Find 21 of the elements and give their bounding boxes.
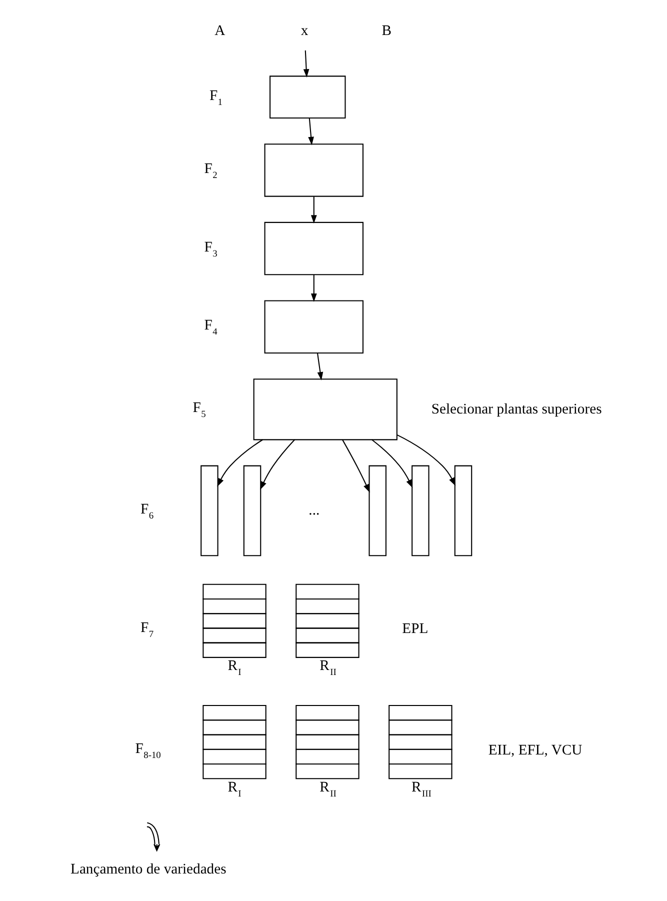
label: A <box>214 23 225 40</box>
label: F$_{7}$ <box>140 620 154 640</box>
label: EIL, EFL, VCU <box>488 742 582 758</box>
label: F$_{3}$ <box>204 239 217 260</box>
label: B <box>381 23 392 40</box>
node-label: R$_{I}$ <box>227 658 241 678</box>
label: F$_{4}$ <box>204 318 217 338</box>
label: ... <box>308 502 320 519</box>
label: F$_{6}$ <box>140 502 154 522</box>
node-text: Lançamento de variedades <box>70 862 226 878</box>
node-label: R$_{II}$ <box>319 658 336 678</box>
node-label: R$_{III}$ <box>411 779 431 800</box>
label: EPL <box>402 621 428 638</box>
node-label: R$_{I}$ <box>227 779 241 800</box>
node-label: R$_{II}$ <box>319 779 336 800</box>
label: F$_{5}$ <box>192 400 206 420</box>
label: F$_{1}$ <box>208 88 222 108</box>
label: F$_{2}$ <box>204 161 217 182</box>
node-label: Selecionar plantas superiores <box>430 401 602 418</box>
node-text: x <box>300 23 308 40</box>
label: F$_{8-10}$ <box>134 741 160 762</box>
